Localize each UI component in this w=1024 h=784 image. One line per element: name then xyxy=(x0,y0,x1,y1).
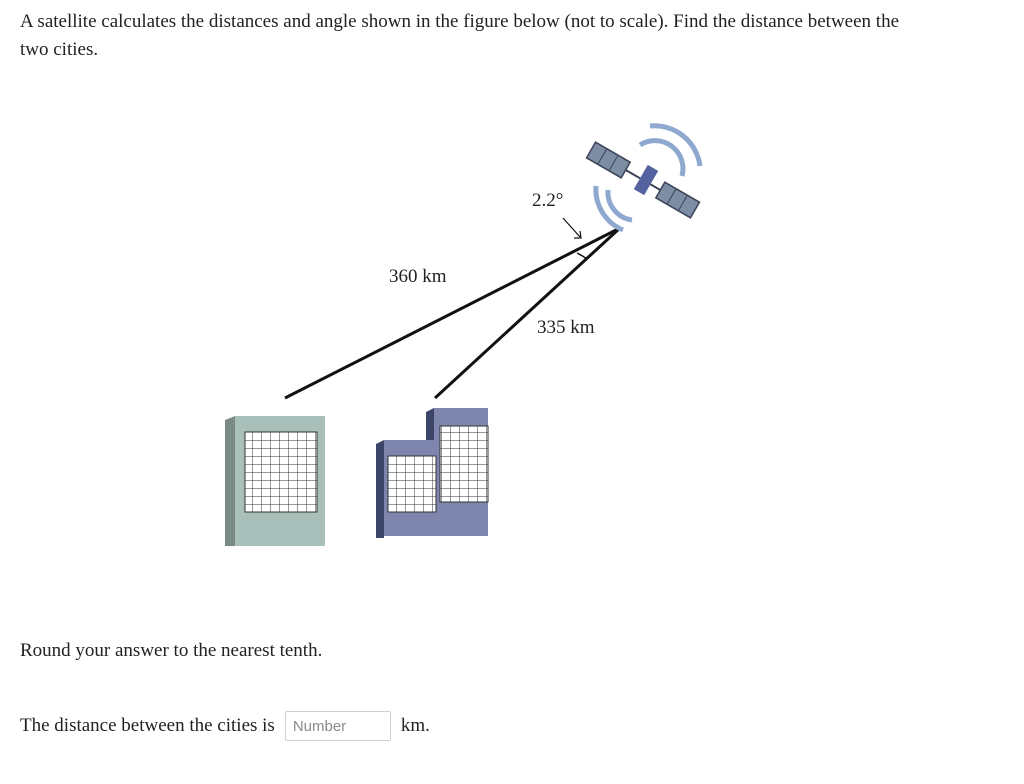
rounding-instruction: Round your answer to the nearest tenth. xyxy=(20,640,323,661)
answer-row: The distance between the cities is km. xyxy=(20,711,430,741)
angle-pointer-arrowhead xyxy=(574,230,582,239)
angle-arc xyxy=(576,252,588,260)
line-to-city-1 xyxy=(284,226,621,400)
answer-prefix: The distance between the cities is xyxy=(20,715,275,736)
answer-unit: km. xyxy=(400,715,430,736)
distance-label-335: 335 km xyxy=(537,317,595,338)
satellite-icon xyxy=(585,123,703,233)
angle-label: 2.2° xyxy=(532,190,563,211)
problem-statement: A satellite calculates the distances and… xyxy=(20,11,900,60)
distance-answer-input[interactable] xyxy=(284,711,391,741)
city-building-right xyxy=(376,408,489,538)
angle-pointer xyxy=(562,217,581,238)
city-building-left xyxy=(225,416,325,546)
line-to-city-2 xyxy=(433,226,622,400)
distance-label-360: 360 km xyxy=(389,266,447,287)
